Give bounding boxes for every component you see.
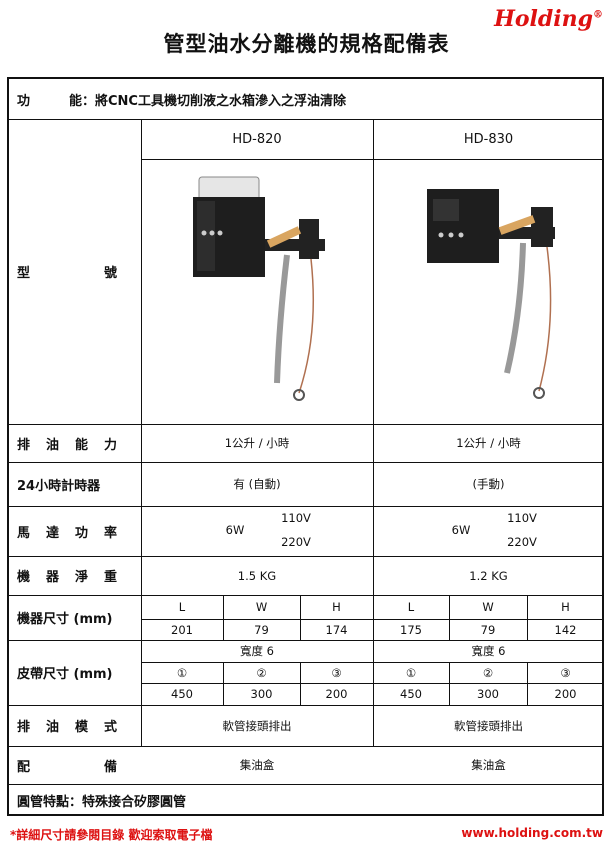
belt-value: 200 — [554, 687, 577, 701]
motor-v2-hd820: 220V — [281, 535, 311, 549]
drain-hd820: 軟管接頭排出 — [222, 718, 292, 733]
belt-width-hd820: 寬度 6 — [240, 644, 274, 658]
drain-hd830: 軟管接頭排出 — [454, 718, 523, 733]
belt-mark: ① — [405, 665, 417, 680]
function-text: 將CNC工具機切削液之水箱滲入之浮油清除 — [95, 93, 346, 109]
brand-logo: Holding® — [494, 6, 603, 32]
size-head: L — [407, 600, 415, 614]
capacity-hd830: 1公升 / 小時 — [456, 436, 521, 450]
page-title: 管型油水分離機的規格配備表 — [163, 32, 450, 56]
weight-hd830: 1.2 KG — [469, 568, 508, 583]
timer-label: 24小時計時器 — [17, 478, 101, 494]
spec-table: 功 能： 將CNC工具機切削液之水箱滲入之浮油清除 型號 HD-820 HD-8… — [7, 77, 604, 816]
size-value: 201 — [171, 622, 193, 637]
size-value: 79 — [480, 622, 496, 637]
size-value: 142 — [554, 622, 577, 637]
motor-v1-hd830: 110V — [507, 511, 537, 525]
timer-hd830: (手動) — [472, 477, 505, 491]
size-head: L — [178, 600, 186, 614]
footer-note: *詳細尺寸請參閱目錄 歡迎索取電子檔 — [10, 828, 213, 842]
belt-value: 300 — [250, 687, 273, 701]
feature-row: 圓管特點： 特殊接合矽膠圓管 — [9, 784, 604, 816]
model-hd830: HD-830 — [463, 131, 514, 147]
feature-text: 特殊接合矽膠圓管 — [82, 794, 187, 810]
belt-mark: ③ — [331, 665, 342, 680]
size-value: 175 — [400, 622, 422, 637]
motor-w-hd830: 6W — [451, 523, 471, 537]
size-label: 機器尺寸 (mm) — [17, 612, 113, 627]
capacity-hd820: 1公升 / 小時 — [224, 436, 290, 450]
equip-hd830: 集油盒 — [471, 758, 506, 772]
equip-hd820: 集油盒 — [239, 758, 275, 772]
equip-label: 配備 — [17, 759, 117, 775]
motor-w-hd820: 6W — [225, 523, 245, 537]
motor-label: 馬達功率 — [17, 525, 117, 541]
belt-label: 皮帶尺寸 (mm) — [17, 667, 113, 682]
motor-v1-hd820: 110V — [281, 511, 311, 525]
belt-mark: ③ — [560, 665, 571, 680]
drain-label: 排油模式 — [17, 720, 117, 735]
timer-hd820: 有 (自動) — [233, 477, 281, 491]
belt-mark: ② — [256, 665, 267, 680]
weight-label: 機器淨重 — [17, 570, 117, 585]
motor-v2-hd830: 220V — [507, 535, 537, 549]
belt-width-hd830: 寬度 6 — [471, 644, 506, 658]
belt-value: 300 — [477, 687, 499, 701]
size-head: H — [561, 600, 570, 614]
model-hd820: HD-820 — [232, 131, 282, 147]
size-head: W — [482, 600, 494, 614]
footer-url[interactable]: www.holding.com.tw — [461, 826, 603, 840]
belt-value: 200 — [325, 687, 348, 701]
function-row: 功 能： 將CNC工具機切削液之水箱滲入之浮油清除 — [9, 79, 604, 119]
size-head: W — [255, 600, 268, 614]
size-value: 79 — [254, 622, 269, 637]
model-label: 型號 — [17, 266, 117, 281]
belt-value: 450 — [400, 687, 422, 701]
belt-mark: ① — [176, 665, 188, 680]
size-head: H — [332, 600, 341, 614]
belt-mark: ② — [482, 665, 494, 680]
hd820-product-image — [193, 176, 325, 401]
weight-hd820: 1.5 KG — [237, 568, 277, 583]
hd830-product-image — [427, 189, 555, 399]
belt-value: 450 — [171, 687, 193, 701]
size-value: 174 — [325, 622, 348, 637]
capacity-label: 排油能力 — [17, 437, 117, 453]
